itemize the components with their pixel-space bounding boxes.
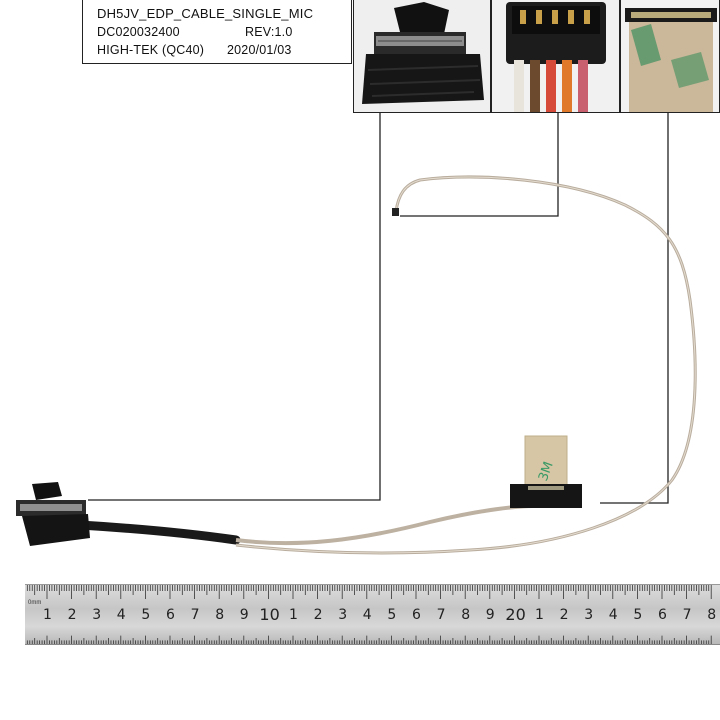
cable-main	[235, 503, 546, 546]
ruler-number: 3	[92, 607, 102, 623]
label-revision: REV:1.0	[245, 25, 293, 39]
ruler-number: 7	[436, 607, 446, 623]
label-part-number: DC020032400	[97, 25, 180, 39]
ruler-number: 2	[313, 607, 323, 623]
ruler-number: 2	[67, 607, 77, 623]
label-vendor: HIGH-TEK (QC40)	[97, 43, 205, 57]
lcd-connector-closeup	[353, 0, 491, 113]
tape-3m-print: 3M	[536, 460, 557, 483]
ruler-number: 4	[116, 607, 126, 623]
leader-line-mic	[400, 113, 559, 217]
ruler-number: 20	[505, 605, 526, 624]
ruler-unit: 0mm	[28, 600, 42, 606]
ruler-number: 4	[608, 607, 618, 623]
mic-connector-closeup	[491, 0, 620, 113]
ruler-number: 6	[166, 607, 175, 623]
board-connector: 3M	[510, 435, 582, 508]
ruler-number: 8	[215, 607, 225, 623]
ruler-number: 7	[190, 607, 200, 623]
ruler-number: 8	[461, 607, 471, 623]
ruler-number: 9	[485, 607, 495, 623]
ruler-ticks	[26, 585, 712, 644]
ruler-number: 10	[259, 605, 280, 624]
ruler-number: 8	[707, 607, 717, 623]
ruler-number: 1	[535, 607, 544, 623]
ruler-number: 6	[412, 607, 421, 623]
ruler-number: 6	[658, 607, 667, 623]
mic-connector	[392, 208, 399, 216]
ruler-number: 5	[141, 607, 151, 623]
lcd-connector	[16, 482, 90, 546]
ruler-number: 3	[584, 607, 594, 623]
ruler-number: 5	[387, 607, 397, 623]
label-date: 2020/01/03	[227, 43, 292, 57]
ruler-number: 1	[289, 607, 298, 623]
ruler-number: 2	[559, 607, 569, 623]
ruler-number: 3	[338, 607, 348, 623]
ruler-number: 1	[43, 607, 52, 623]
cable-black-segment	[75, 520, 241, 545]
leader-line-board	[600, 113, 669, 504]
ruler-number: 4	[362, 607, 372, 623]
product-label: DH5JV_EDP_CABLE_SINGLE_MIC DC020032400 R…	[82, 0, 352, 64]
leader-line-lcd	[88, 113, 381, 501]
ruler-number: 9	[239, 607, 249, 623]
ruler-number: 7	[682, 607, 692, 623]
label-part-name: DH5JV_EDP_CABLE_SINGLE_MIC	[97, 6, 314, 21]
ruler-number: 5	[633, 607, 643, 623]
